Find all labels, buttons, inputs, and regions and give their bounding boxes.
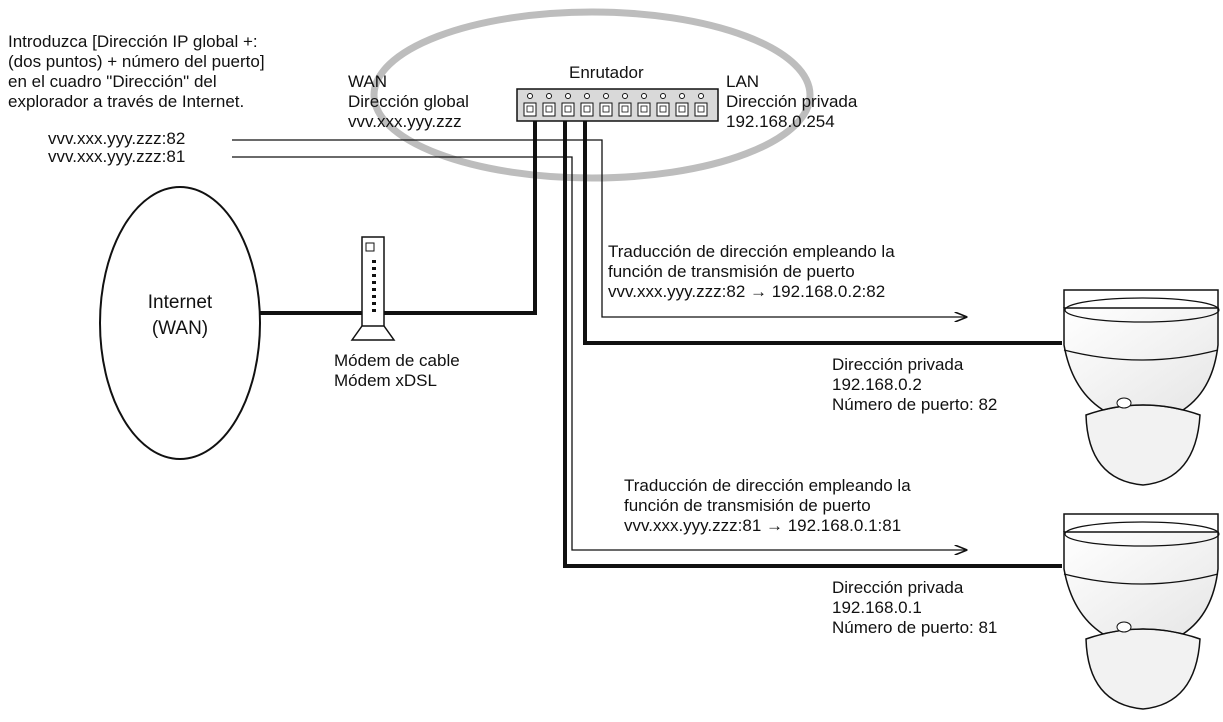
camera-label: Dirección privada xyxy=(832,355,964,374)
router-port xyxy=(599,102,613,117)
camera-address: 192.168.0.1 xyxy=(832,598,922,617)
lan-cable-camera-1 xyxy=(583,107,1062,345)
router-port-led xyxy=(603,93,609,99)
wan-address: vvv.xxx.yyy.zzz xyxy=(348,112,462,131)
internet-cloud xyxy=(99,186,261,460)
instruction-line: (dos puntos) + número del puerto] xyxy=(8,52,265,71)
camera-1-info: Dirección privada 192.168.0.2 Número de … xyxy=(832,355,997,415)
internet-line: (WAN) xyxy=(151,318,209,339)
forwarding-line: vvv.xxx.yyy.zzz:82 → 192.168.0.2:82 xyxy=(608,282,886,301)
router-port xyxy=(694,102,708,117)
modem-led xyxy=(372,309,376,312)
modem-led xyxy=(372,267,376,270)
line-addr-82 xyxy=(232,139,966,317)
lan-address: 192.168.0.254 xyxy=(726,112,835,131)
instruction-line: en el cuadro "Dirección" del xyxy=(8,72,217,91)
instruction-line: explorador a través de Internet. xyxy=(8,92,245,111)
modem-led xyxy=(372,288,376,291)
lan-title: LAN xyxy=(726,72,760,91)
modem-led xyxy=(372,260,376,263)
router-port xyxy=(637,102,651,117)
camera-label: Dirección privada xyxy=(832,578,964,597)
router-port-led xyxy=(584,93,590,99)
router-port xyxy=(580,102,594,117)
internet-line: Internet xyxy=(147,292,213,313)
router-port-led xyxy=(698,93,704,99)
camera-address: 192.168.0.2 xyxy=(832,375,922,394)
router-port xyxy=(523,102,537,117)
address-82-label: vvv.xxx.yyy.zzz:82 xyxy=(48,129,186,148)
dome-camera-icon xyxy=(1063,289,1220,486)
router-port-led xyxy=(679,93,685,99)
router-port xyxy=(675,102,689,117)
dome-camera-icon xyxy=(1063,513,1220,710)
lan-label: Dirección privada xyxy=(726,92,858,111)
modem-led xyxy=(372,274,376,277)
camera-port: Número de puerto: 82 xyxy=(832,395,998,414)
modem-icon xyxy=(350,236,396,341)
forwarding-line: Traducción de dirección empleando la xyxy=(608,242,895,261)
forwarding-line: Traducción de dirección empleando la xyxy=(624,476,911,495)
router-label: Enrutador xyxy=(569,63,644,82)
router-port-led xyxy=(565,93,571,99)
address-81-label: vvv.xxx.yyy.zzz:81 xyxy=(48,147,186,166)
modem-line: Módem xDSL xyxy=(334,371,437,390)
router-port-socket xyxy=(564,105,572,113)
router-port-led xyxy=(546,93,552,99)
wan-title: WAN xyxy=(348,72,388,91)
router-port-led xyxy=(527,93,533,99)
forwarding-line: función de transmisión de puerto xyxy=(608,262,855,281)
modem-led xyxy=(372,281,376,284)
wan-cable xyxy=(260,107,537,315)
router-port-socket xyxy=(640,105,648,113)
line-addr-81 xyxy=(232,156,966,550)
wan-info: WAN Dirección global vvv.xxx.yyy.zzz xyxy=(348,72,469,132)
router-port xyxy=(656,102,670,117)
router-port-socket xyxy=(526,105,534,113)
forwarding-note-82: Traducción de dirección empleando la fun… xyxy=(608,242,895,302)
instruction-line: Introduzca [Dirección IP global +: xyxy=(8,32,258,51)
router-port-led xyxy=(660,93,666,99)
router-port-socket xyxy=(583,105,591,113)
router-port-socket xyxy=(621,105,629,113)
forwarding-line: vvv.xxx.yyy.zzz:81 → 192.168.0.1:81 xyxy=(624,516,902,535)
modem-led xyxy=(372,302,376,305)
router-port xyxy=(542,102,556,117)
router-port-led xyxy=(641,93,647,99)
modem-line: Módem de cable xyxy=(334,351,460,370)
router-port-socket xyxy=(697,105,705,113)
lan-cable-camera-2 xyxy=(563,107,1062,568)
router-port-socket xyxy=(678,105,686,113)
router-icon xyxy=(516,88,719,122)
camera-port: Número de puerto: 81 xyxy=(832,618,998,637)
router-port-socket xyxy=(545,105,553,113)
router-port xyxy=(618,102,632,117)
wan-label: Dirección global xyxy=(348,92,469,111)
forwarding-note-81: Traducción de dirección empleando la fun… xyxy=(624,476,911,536)
internet-label: Internet (WAN) xyxy=(100,290,260,342)
router-port-socket xyxy=(659,105,667,113)
instruction-text: Introduzca [Dirección IP global +: (dos … xyxy=(8,32,265,112)
modem-led xyxy=(372,295,376,298)
modem-label: Módem de cable Módem xDSL xyxy=(334,351,460,391)
lan-info: LAN Dirección privada 192.168.0.254 xyxy=(726,72,857,132)
router-port-socket xyxy=(602,105,610,113)
router-port xyxy=(561,102,575,117)
forwarding-line: función de transmisión de puerto xyxy=(624,496,871,515)
router-port-led xyxy=(622,93,628,99)
router-highlight-ellipse xyxy=(370,8,814,182)
camera-2-info: Dirección privada 192.168.0.1 Número de … xyxy=(832,578,997,638)
